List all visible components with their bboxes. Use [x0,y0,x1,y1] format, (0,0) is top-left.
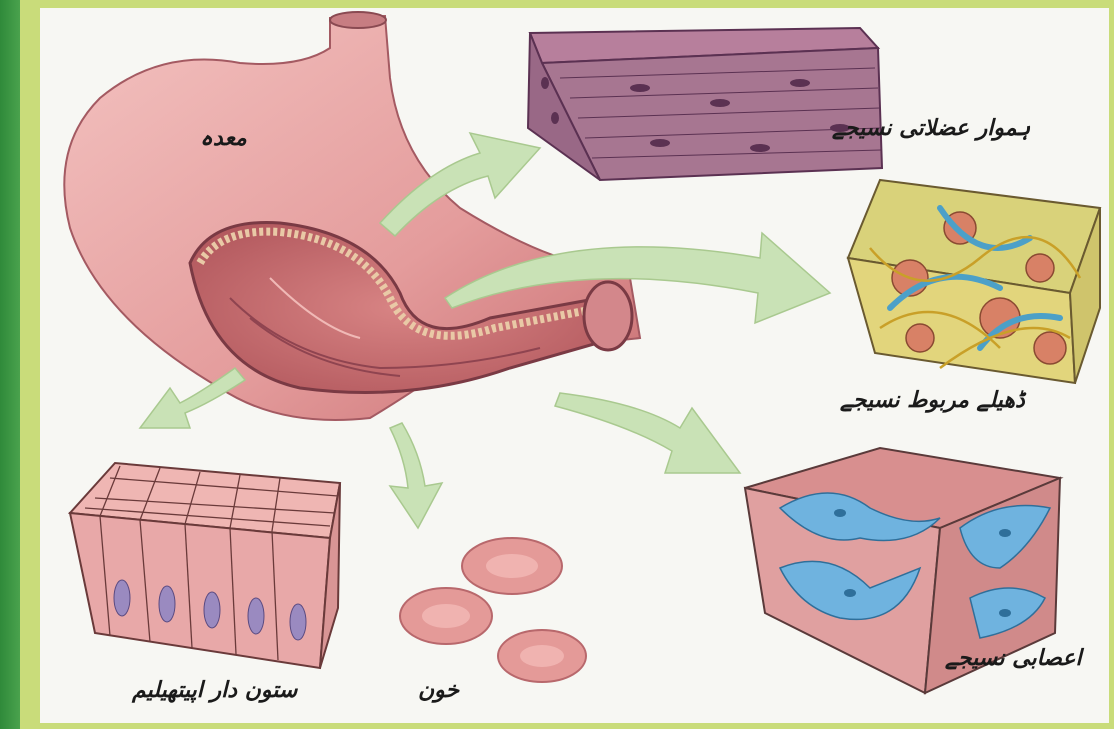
smooth-muscle-block [528,28,882,180]
label-nervous: اعصابی نسیجے [945,646,1082,671]
label-loose-connective: ڈھیلے مربوط نسیجے [840,388,1025,413]
columnar-epithelium-block [70,463,340,668]
label-columnar-epithelium: ستون دار اپیتھیلیم [132,678,297,703]
label-stomach: معدہ [200,126,247,151]
diagram-panel: معدہ ہموار عضلاتی نسیجے ڈھیلے مربوط نسیج… [40,8,1109,723]
blood-cells [400,538,586,682]
left-accent-bar [0,0,20,729]
loose-connective-block [848,180,1100,383]
label-smooth-muscle: ہموار عضلاتی نسیجے [832,116,1030,141]
label-blood: خون [418,678,459,703]
